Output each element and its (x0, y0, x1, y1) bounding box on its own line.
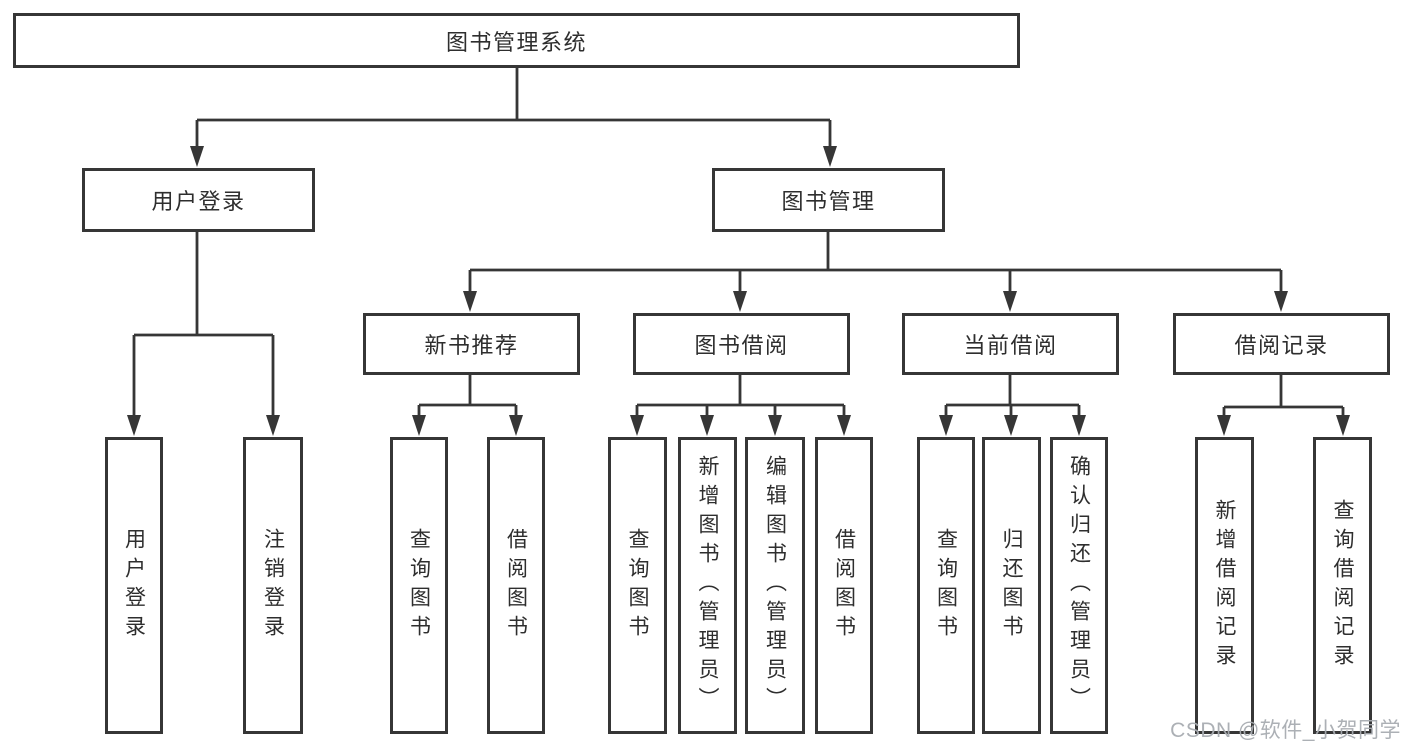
node-current-borrowing: 当前借阅 (902, 313, 1119, 375)
leaf-confirm-return-admin: 确认归还（管理员） (1050, 437, 1108, 734)
leaf-logout: 注销登录 (243, 437, 303, 734)
leaf-query-books-recommend-label: 查询图书 (407, 527, 431, 644)
leaf-add-books-admin-label: 新增图书（管理员） (696, 455, 719, 716)
node-library-system: 图书管理系统 (13, 13, 1020, 68)
node-new-book-recommendation: 新书推荐 (363, 313, 580, 375)
leaf-query-books-borrowing: 查询图书 (608, 437, 667, 734)
leaf-borrow-books-borrowing: 借阅图书 (815, 437, 873, 734)
leaf-user-login: 用户登录 (105, 437, 163, 734)
leaf-query-borrow-record: 查询借阅记录 (1313, 437, 1372, 734)
leaf-return-books: 归还图书 (982, 437, 1041, 734)
leaf-add-borrow-record-label: 新增借阅记录 (1213, 498, 1236, 673)
node-user-login-branch: 用户登录 (82, 168, 315, 232)
watermark-text: CSDN @软件_小贺同学 (1170, 719, 1401, 742)
leaf-borrow-books-recommend-label: 借阅图书 (504, 527, 528, 644)
leaf-query-books-recommend: 查询图书 (390, 437, 448, 734)
node-book-borrowing: 图书借阅 (633, 313, 850, 375)
leaf-borrow-books-recommend: 借阅图书 (487, 437, 545, 734)
leaf-borrow-books-borrowing-label: 借阅图书 (832, 527, 856, 644)
leaf-logout-label: 注销登录 (261, 527, 285, 644)
leaf-edit-books-admin-label: 编辑图书（管理员） (763, 455, 787, 716)
leaf-edit-books-admin: 编辑图书（管理员） (745, 437, 805, 734)
leaf-query-borrow-record-label: 查询借阅记录 (1331, 498, 1354, 673)
leaf-add-borrow-record: 新增借阅记录 (1195, 437, 1254, 734)
node-book-management-branch: 图书管理 (712, 168, 945, 232)
leaf-add-books-admin: 新增图书（管理员） (678, 437, 737, 734)
leaf-return-books-label: 归还图书 (1000, 527, 1023, 644)
leaf-confirm-return-admin-label: 确认归还（管理员） (1067, 455, 1091, 716)
leaf-query-books-current: 查询图书 (917, 437, 975, 734)
node-borrowing-records: 借阅记录 (1173, 313, 1390, 375)
leaf-query-books-current-label: 查询图书 (934, 527, 958, 644)
leaf-query-books-borrowing-label: 查询图书 (626, 527, 649, 644)
leaf-user-login-label: 用户登录 (122, 527, 146, 644)
